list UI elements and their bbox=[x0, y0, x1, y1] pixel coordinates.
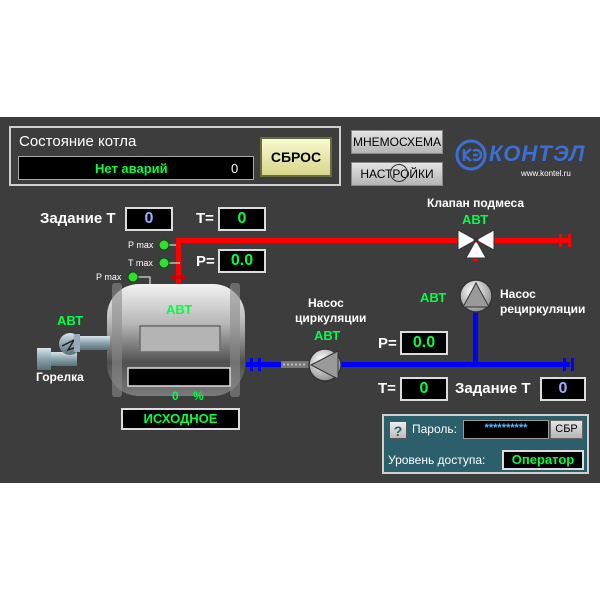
kontel-logo: КОНТЭЛ www.kontel.ru bbox=[455, 139, 585, 179]
left-pressure-value: 0.0 bbox=[218, 249, 266, 273]
burner bbox=[37, 333, 110, 370]
mnemo-diagram bbox=[37, 229, 574, 397]
left-setpoint-label: Задание Т bbox=[40, 210, 116, 227]
right-pressure-label: Р= bbox=[378, 335, 397, 352]
circ-pump-label-1: Насос bbox=[308, 296, 344, 310]
hmi-panel: Состояние котла Нет аварий 0 СБРОС МНЕМО… bbox=[0, 117, 600, 483]
sensor-pmax-2-label: P max bbox=[96, 272, 122, 282]
recirc-pump-mode[interactable]: АВТ bbox=[420, 290, 447, 305]
alarm-count: 0 bbox=[231, 161, 239, 176]
left-setpoint-value[interactable]: 0 bbox=[125, 207, 173, 231]
cold-pipe bbox=[246, 310, 574, 371]
sensor-indicators bbox=[127, 239, 170, 283]
kontel-logo-icon bbox=[455, 139, 487, 171]
mixing-valve bbox=[457, 229, 495, 259]
boiler-status-panel: Состояние котла Нет аварий 0 СБРОС bbox=[9, 126, 341, 186]
mix-valve-label: Клапан подмеса bbox=[427, 196, 525, 210]
recirc-pump-label-2: рециркуляции bbox=[500, 302, 586, 316]
cursor-icon bbox=[390, 164, 408, 182]
boiler-percent: 0 bbox=[172, 389, 179, 403]
right-setpoint-value[interactable]: 0 bbox=[540, 377, 586, 401]
right-temp-value: 0 bbox=[400, 377, 448, 401]
help-button[interactable]: ? bbox=[389, 421, 407, 439]
right-temp-label: Т= bbox=[378, 380, 396, 397]
alarm-text: Нет аварий bbox=[95, 161, 168, 176]
login-panel: ? Пароль: ********** СБР Уровень доступа… bbox=[382, 414, 589, 474]
recirculation-pump bbox=[459, 279, 493, 313]
burner-label: Горелка bbox=[36, 370, 84, 384]
access-level-label: Уровень доступа: bbox=[388, 453, 486, 467]
circ-pump-mode[interactable]: АВТ bbox=[314, 328, 341, 343]
boiler-tank bbox=[107, 283, 245, 397]
mnemo-button[interactable]: МНЕМОСХЕМА bbox=[351, 130, 443, 154]
reset-button[interactable]: СБРОС bbox=[260, 137, 332, 177]
logo-name: КОНТЭЛ bbox=[489, 141, 586, 166]
alarm-display: Нет аварий 0 bbox=[18, 156, 254, 180]
right-setpoint-label: Задание Т bbox=[455, 380, 531, 397]
boiler-percent-unit: % bbox=[193, 389, 204, 403]
boiler-status-title: Состояние котла bbox=[19, 133, 137, 150]
access-level-value: Оператор bbox=[502, 450, 584, 470]
settings-button[interactable]: НАСТРОЙКИ bbox=[351, 162, 443, 186]
boiler-state: ИСХОДНОЕ bbox=[121, 408, 240, 430]
circulation-pump bbox=[308, 348, 342, 382]
boiler-mode[interactable]: АВТ bbox=[166, 302, 193, 317]
password-input[interactable]: ********** bbox=[463, 420, 549, 439]
left-pressure-label: Р= bbox=[196, 253, 215, 270]
sensor-tmax-label: T max bbox=[128, 258, 153, 268]
logo-url: www.kontel.ru bbox=[521, 169, 571, 178]
password-reset-button[interactable]: СБР bbox=[550, 420, 583, 439]
mix-valve-mode[interactable]: АВТ bbox=[462, 212, 489, 227]
sensor-pmax-1-label: P max bbox=[128, 240, 154, 250]
right-pressure-value: 0.0 bbox=[400, 331, 448, 355]
left-temp-value: 0 bbox=[218, 207, 266, 231]
left-temp-label: Т= bbox=[196, 210, 214, 227]
burner-mode[interactable]: АВТ bbox=[57, 313, 84, 328]
recirc-pump-label-1: Насос bbox=[500, 287, 536, 301]
password-label: Пароль: bbox=[412, 422, 457, 436]
circ-pump-label-2: циркуляции bbox=[295, 311, 367, 325]
